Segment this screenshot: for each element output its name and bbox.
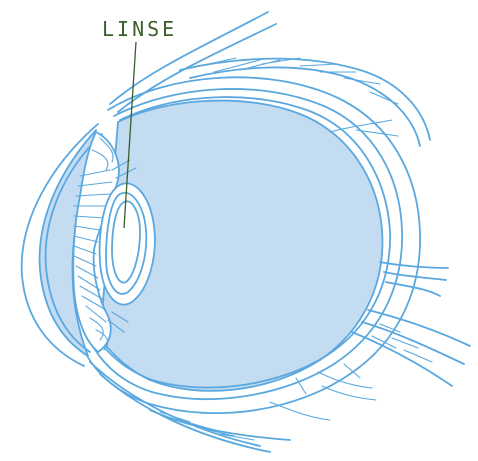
optic-nerve-upper xyxy=(380,262,448,296)
lens-label: LINSE xyxy=(102,17,177,41)
inferior-muscle-hatch xyxy=(160,412,254,440)
optic-nerve-lower xyxy=(352,310,470,386)
